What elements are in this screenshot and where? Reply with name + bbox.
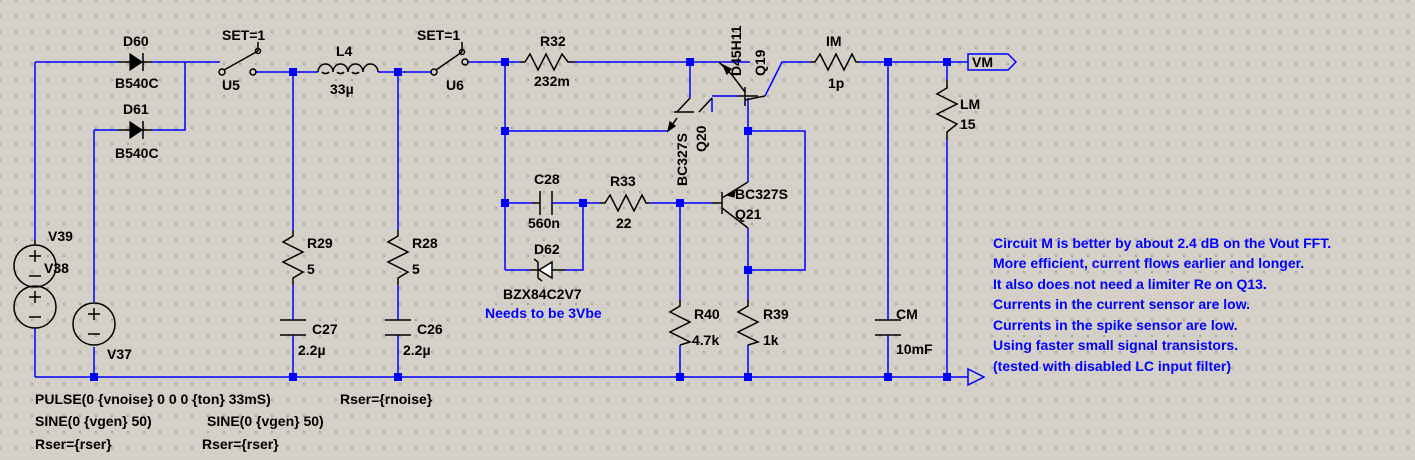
component-labels: D60 B540C D61 B540C SET=1 U5 L4 33µ SET=…	[44, 25, 993, 362]
label-c27-value: 2.2µ	[298, 342, 326, 358]
net-flag-vm[interactable]	[967, 53, 1018, 71]
label-d61-value: B540C	[115, 145, 159, 161]
resistor-r32[interactable]	[520, 52, 575, 72]
label-c28-value: 560n	[528, 215, 560, 231]
ground-flag	[967, 367, 986, 387]
resistor-im[interactable]	[810, 52, 860, 72]
label-r32-name: R32	[540, 33, 566, 49]
label-r40-value: 4.7k	[692, 332, 719, 348]
note-line: Currents in the spike sensor are low.	[993, 317, 1238, 333]
zener-d62[interactable]	[530, 258, 565, 282]
label-r39-name: R39	[763, 306, 789, 322]
label-r32-value: 232m	[534, 73, 570, 89]
label-im-value: 1p	[828, 75, 844, 91]
diode-d60[interactable]	[118, 52, 152, 72]
note-line: Using faster small signal transistors.	[993, 337, 1238, 353]
label-r29-value: 5	[307, 261, 315, 277]
label-v39-name: V39	[48, 228, 73, 244]
v38-rser: Rser={rser}	[35, 436, 112, 452]
source-v38[interactable]	[13, 285, 57, 329]
label-q19-value: D45H11	[728, 25, 744, 76]
label-c26-name: C26	[417, 321, 443, 337]
source-v37[interactable]	[72, 302, 116, 346]
v37-spec: SINE(0 {vgen} 50)	[207, 413, 324, 429]
v38-spec: SINE(0 {vgen} 50)	[35, 413, 152, 429]
label-d62-name: D62	[534, 241, 560, 257]
label-r40-name: R40	[694, 306, 720, 322]
label-cm-name: CM	[896, 306, 918, 322]
source-specs: PULSE(0 {vnoise} 0 0 0 {ton} 33mS) Rser=…	[35, 391, 433, 452]
resistor-r29[interactable]	[281, 230, 305, 285]
resistor-lm[interactable]	[935, 80, 959, 140]
transistor-q19[interactable]	[718, 61, 766, 106]
label-q20-name: Q20	[693, 125, 709, 152]
notes-block: Circuit M is better by about 2.4 dB on t…	[993, 235, 1331, 374]
label-v37-name: V37	[107, 346, 132, 362]
label-l4-value: 33µ	[330, 81, 354, 97]
label-u5-name: U5	[222, 77, 240, 93]
switch-u5[interactable]	[218, 42, 262, 76]
label-d60-name: D60	[123, 33, 149, 49]
switch-u6[interactable]	[430, 42, 469, 76]
label-d62-value: BZX84C2V7	[503, 286, 582, 302]
note-line: Currents in the current sensor are low.	[993, 296, 1250, 312]
label-v38-name: V38	[44, 260, 69, 276]
label-im-name: IM	[826, 33, 842, 49]
label-c28-name: C28	[534, 171, 560, 187]
label-vm-name: VM	[972, 54, 993, 70]
note-line: (tested with disabled LC input filter)	[993, 358, 1231, 374]
capacitor-cm[interactable]	[875, 319, 901, 336]
label-q21-value: BC327S	[735, 186, 788, 202]
label-q20-value: BC327S	[674, 133, 690, 186]
label-r28-value: 5	[412, 261, 420, 277]
label-c26-value: 2.2µ	[403, 342, 431, 358]
label-r28-name: R28	[412, 235, 438, 251]
label-c27-name: C27	[312, 321, 338, 337]
note-line: Circuit M is better by about 2.4 dB on t…	[993, 235, 1331, 251]
label-r29-name: R29	[307, 235, 333, 251]
label-q19-name: Q19	[752, 49, 768, 76]
diode-d61[interactable]	[118, 120, 152, 140]
label-r33-value: 22	[616, 215, 632, 231]
capacitor-c27[interactable]	[280, 319, 306, 336]
label-d61-name: D61	[123, 101, 149, 117]
label-cm-value: 10mF	[896, 341, 933, 357]
transistor-q20[interactable]	[667, 97, 713, 133]
label-r33-name: R33	[610, 173, 636, 189]
resistor-r39[interactable]	[736, 300, 761, 346]
label-u5-value: SET=1	[222, 27, 265, 43]
capacitor-c26[interactable]	[385, 319, 411, 336]
note-line: It also does not need a limiter Re on Q1…	[993, 276, 1267, 292]
label-lm-value: 15	[960, 116, 976, 132]
v37-rser: Rser={rser}	[202, 436, 279, 452]
label-u6-name: U6	[446, 77, 464, 93]
note-line: More efficient, current flows earlier an…	[993, 255, 1304, 271]
v39-rser: Rser={rnoise}	[340, 391, 433, 407]
label-r39-value: 1k	[763, 332, 779, 348]
label-d60-value: B540C	[115, 75, 159, 91]
source-v39[interactable]	[13, 240, 57, 288]
label-q21-name: Q21	[735, 206, 762, 222]
capacitor-c28[interactable]	[532, 191, 553, 215]
label-u6-value: SET=1	[417, 27, 460, 43]
transistor-q21[interactable]	[712, 181, 749, 229]
inductor-l4[interactable]	[317, 63, 379, 75]
v39-spec: PULSE(0 {vnoise} 0 0 0 {ton} 33mS)	[35, 391, 271, 407]
junctions	[90, 58, 951, 381]
resistor-r40[interactable]	[668, 300, 693, 346]
resistor-r28[interactable]	[386, 230, 410, 285]
label-zener-note: Needs to be 3Vbe	[485, 305, 602, 321]
label-l4-name: L4	[336, 43, 353, 59]
wires	[34, 61, 968, 378]
resistor-r33[interactable]	[600, 193, 650, 213]
label-lm-name: LM	[960, 96, 980, 112]
